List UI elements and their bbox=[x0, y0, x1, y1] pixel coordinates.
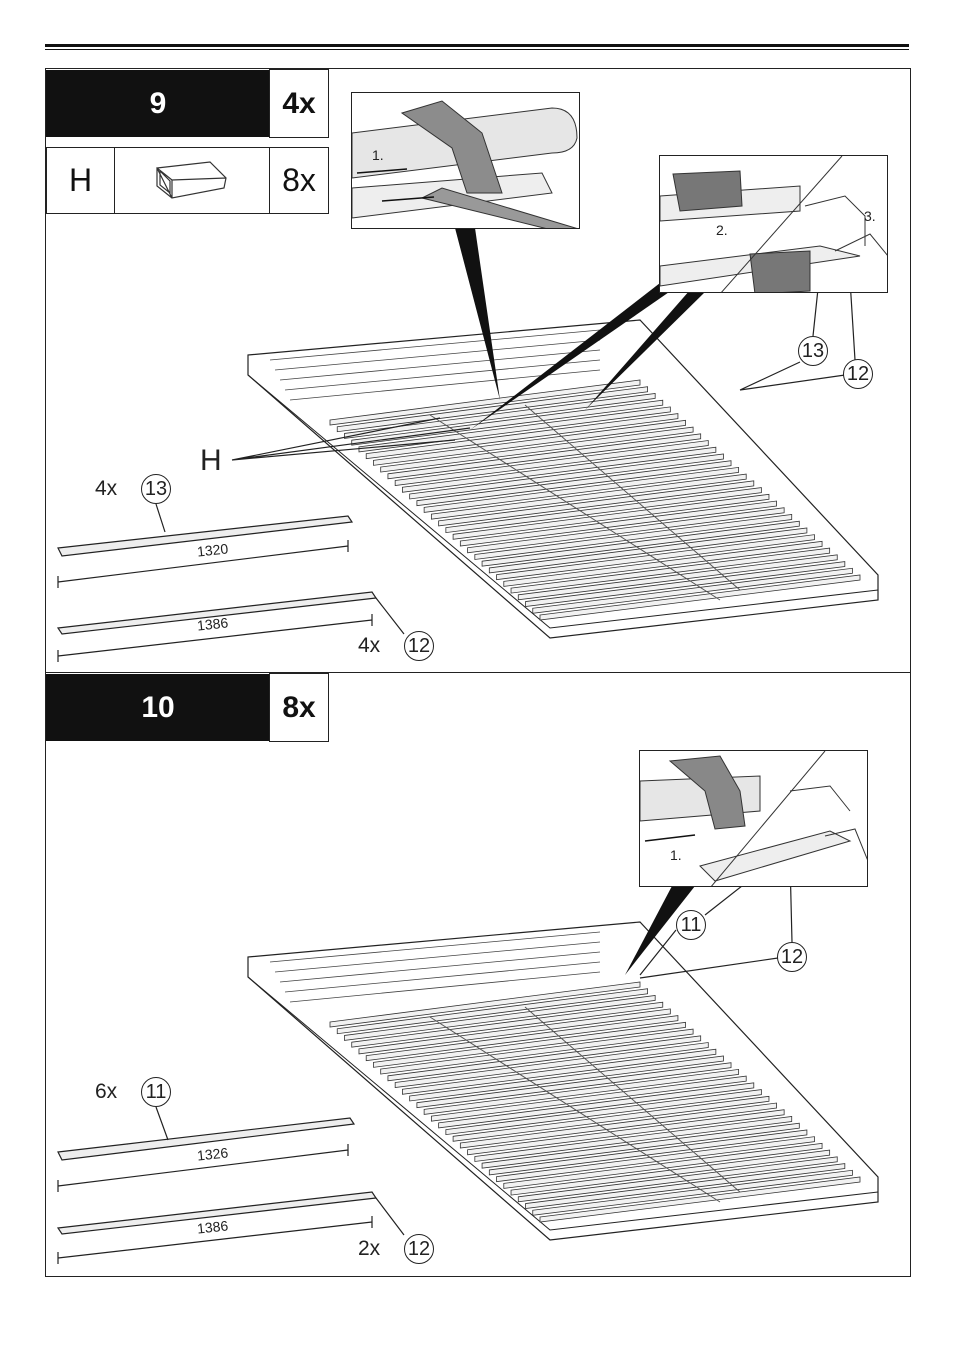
slat bbox=[488, 527, 808, 574]
slat bbox=[430, 1075, 747, 1122]
slat bbox=[373, 419, 686, 466]
rail-length: 1386 bbox=[196, 614, 229, 634]
rail-count: 4x bbox=[95, 477, 118, 500]
slat bbox=[380, 1028, 694, 1075]
zoom-pointers bbox=[455, 228, 705, 975]
rail-count: 2x bbox=[358, 1237, 381, 1260]
callout-12: 12 bbox=[777, 942, 807, 972]
slat bbox=[380, 426, 694, 473]
inset-step-label: 1. bbox=[670, 847, 682, 863]
slat bbox=[387, 1035, 702, 1082]
slat bbox=[525, 1163, 846, 1210]
dimension-line bbox=[57, 540, 349, 588]
rail-length: 1386 bbox=[196, 1217, 229, 1237]
step-quantity: 4x bbox=[269, 69, 329, 138]
rail-13 bbox=[57, 515, 354, 557]
header-rule-thin bbox=[45, 49, 909, 50]
bed-frame-step-10 bbox=[247, 921, 879, 1241]
header-rule bbox=[45, 44, 909, 47]
slat bbox=[517, 1156, 838, 1203]
slat bbox=[467, 1109, 785, 1156]
rail-count: 6x bbox=[95, 1080, 118, 1103]
step-10-panel bbox=[45, 672, 911, 1277]
rail-part-number: 12 bbox=[404, 631, 434, 661]
slat bbox=[445, 1089, 762, 1136]
detail-inset-rail-connect: 2. 3. bbox=[659, 155, 888, 293]
detail-inset-slat-sleeve: 1. bbox=[351, 92, 580, 229]
slat bbox=[525, 561, 846, 608]
slat bbox=[474, 1116, 793, 1162]
slat bbox=[445, 487, 762, 534]
slat bbox=[459, 1102, 777, 1149]
slat bbox=[467, 507, 785, 554]
part-h-callout: H bbox=[200, 444, 222, 477]
slat bbox=[539, 1176, 861, 1223]
step-number: 9 bbox=[46, 70, 270, 137]
part-image-cell bbox=[114, 147, 270, 214]
slat bbox=[452, 493, 770, 540]
slat bbox=[438, 1082, 755, 1129]
rail-part-number: 13 bbox=[141, 474, 171, 504]
slat bbox=[481, 520, 800, 567]
part-letter: H bbox=[46, 147, 115, 214]
dimension-line bbox=[57, 614, 373, 662]
callout-12: 12 bbox=[843, 359, 873, 389]
slat bbox=[496, 534, 815, 581]
connector-sleeve-icon bbox=[156, 160, 227, 199]
slat bbox=[539, 574, 861, 621]
slat bbox=[358, 406, 671, 453]
rail-length: 1320 bbox=[196, 540, 229, 560]
slat bbox=[488, 1129, 808, 1176]
slat bbox=[423, 1068, 740, 1115]
slat bbox=[402, 1048, 717, 1095]
slat bbox=[532, 1169, 853, 1216]
slat bbox=[387, 433, 702, 480]
rail-part-number: 12 bbox=[404, 1234, 434, 1264]
slat bbox=[416, 460, 732, 507]
slat bbox=[329, 981, 641, 1028]
slat bbox=[394, 440, 709, 486]
slat bbox=[438, 480, 755, 527]
slat bbox=[481, 1122, 800, 1169]
slat bbox=[344, 994, 656, 1041]
slat bbox=[336, 988, 648, 1035]
inset-step-label: 1. bbox=[372, 147, 384, 163]
slat bbox=[373, 1021, 686, 1068]
slat bbox=[409, 1055, 724, 1102]
rail-11 bbox=[57, 1117, 356, 1161]
bed-frame-step-9 bbox=[247, 319, 879, 639]
slat bbox=[358, 1008, 671, 1055]
rails-and-leaders bbox=[56, 269, 856, 1264]
slat bbox=[496, 1136, 815, 1183]
slat bbox=[452, 1095, 770, 1142]
slat bbox=[351, 1001, 664, 1048]
part-quantity: 8x bbox=[269, 147, 329, 214]
slat bbox=[510, 547, 831, 594]
slat bbox=[430, 473, 747, 520]
inset-step-label-3: 3. bbox=[864, 208, 876, 224]
callout-13: 13 bbox=[798, 336, 828, 366]
slat bbox=[416, 1062, 732, 1109]
rail-count: 4x bbox=[358, 634, 381, 657]
rail-length: 1326 bbox=[196, 1144, 229, 1164]
rail-part-number: 11 bbox=[141, 1077, 171, 1107]
slat bbox=[365, 413, 679, 460]
slat bbox=[517, 554, 838, 601]
slat bbox=[532, 567, 853, 614]
callout-11: 11 bbox=[676, 910, 706, 940]
slat bbox=[329, 379, 641, 426]
step-quantity: 8x bbox=[269, 673, 329, 742]
slat bbox=[510, 1149, 831, 1196]
slat bbox=[423, 466, 740, 513]
slat bbox=[474, 514, 793, 560]
inset-step-label-2: 2. bbox=[716, 222, 728, 238]
slat bbox=[402, 446, 717, 493]
slat bbox=[365, 1015, 679, 1062]
slat bbox=[336, 386, 648, 433]
detail-inset-rail-end: 1. bbox=[639, 750, 868, 887]
step-number: 10 bbox=[46, 674, 270, 741]
slat bbox=[459, 500, 777, 547]
slat bbox=[409, 453, 724, 500]
slat bbox=[394, 1042, 709, 1088]
